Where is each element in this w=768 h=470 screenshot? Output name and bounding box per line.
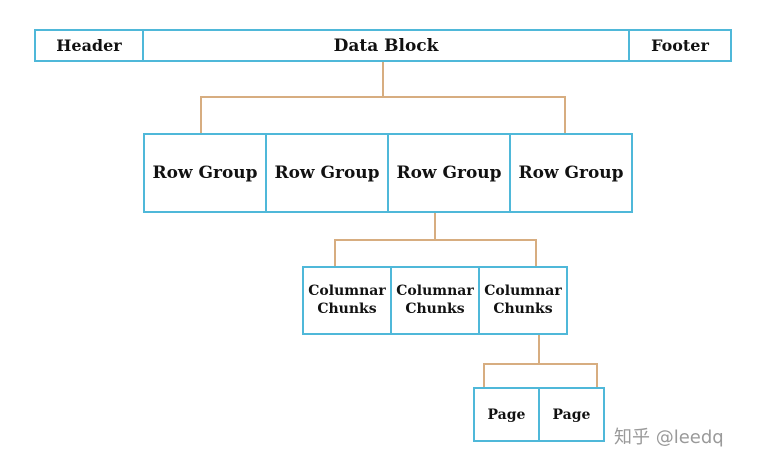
row-group-box: Row Group: [387, 133, 511, 213]
connector-row-groups-horizontal: [200, 96, 566, 98]
columnar-chunks-line-2: Chunks: [317, 300, 377, 317]
zhihu-watermark: 知乎 @leedq: [614, 427, 724, 448]
columnar-chunks-label: Columnar Chunks: [484, 283, 561, 318]
row-group-box: Row Group: [265, 133, 389, 213]
connector-data-block-down: [382, 62, 384, 97]
columnar-chunks-line-1: Columnar: [484, 283, 562, 299]
page-label: Page: [487, 406, 526, 423]
columnar-chunks-line-2: Chunks: [493, 300, 553, 317]
columnar-chunks-box: Columnar Chunks: [478, 266, 568, 335]
row-group-box: Row Group: [509, 133, 633, 213]
columnar-chunks-label: Columnar Chunks: [396, 283, 473, 318]
columnar-chunks-line-1: Columnar: [396, 283, 474, 299]
footer-label: Footer: [651, 36, 709, 55]
footer-box: Footer: [628, 29, 732, 62]
connector-pages-horizontal: [483, 363, 598, 365]
data-block-box: Data Block: [142, 29, 630, 62]
columnar-chunks-label: Columnar Chunks: [308, 283, 385, 318]
row-group-label: Row Group: [274, 163, 380, 183]
row-group-box: Row Group: [143, 133, 267, 213]
page-box: Page: [538, 387, 605, 442]
connector-row-groups-left: [200, 96, 202, 133]
columnar-chunks-box: Columnar Chunks: [390, 266, 480, 335]
header-label: Header: [56, 36, 122, 55]
connector-row-groups-right: [564, 96, 566, 133]
connector-pages-right: [596, 363, 598, 387]
data-block-label: Data Block: [333, 35, 439, 56]
connector-chunks-right: [535, 239, 537, 266]
row-group-label: Row Group: [396, 163, 502, 183]
row-group-label: Row Group: [518, 163, 624, 183]
columnar-chunks-line-2: Chunks: [405, 300, 465, 317]
page-box: Page: [473, 387, 540, 442]
connector-chunks-down: [538, 335, 540, 364]
connector-chunks-horizontal: [334, 239, 537, 241]
page-label: Page: [552, 406, 591, 423]
connector-pages-left: [483, 363, 485, 387]
row-group-label: Row Group: [152, 163, 258, 183]
columnar-chunks-box: Columnar Chunks: [302, 266, 392, 335]
columnar-chunks-line-1: Columnar: [308, 283, 386, 299]
connector-row-group-down: [434, 213, 436, 240]
connector-chunks-left: [334, 239, 336, 266]
header-box: Header: [34, 29, 144, 62]
